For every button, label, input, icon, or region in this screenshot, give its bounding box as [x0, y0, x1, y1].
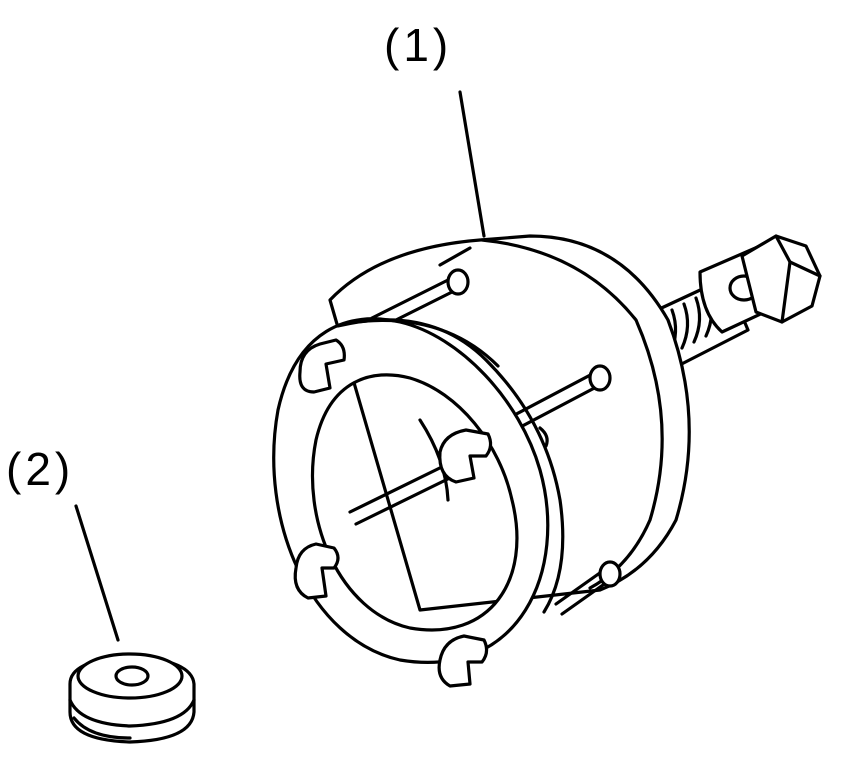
front-flange [272, 317, 565, 664]
leader-line-2 [74, 504, 120, 642]
callout-label-1: (1) [384, 19, 453, 71]
seal-washer [68, 504, 196, 744]
puller-tool [272, 90, 822, 688]
tie-rods [348, 268, 622, 616]
hex-nut [740, 234, 822, 324]
puller-jaws [293, 338, 493, 688]
callout-label-2: (2) [6, 443, 75, 495]
leader-line-1 [458, 90, 486, 238]
